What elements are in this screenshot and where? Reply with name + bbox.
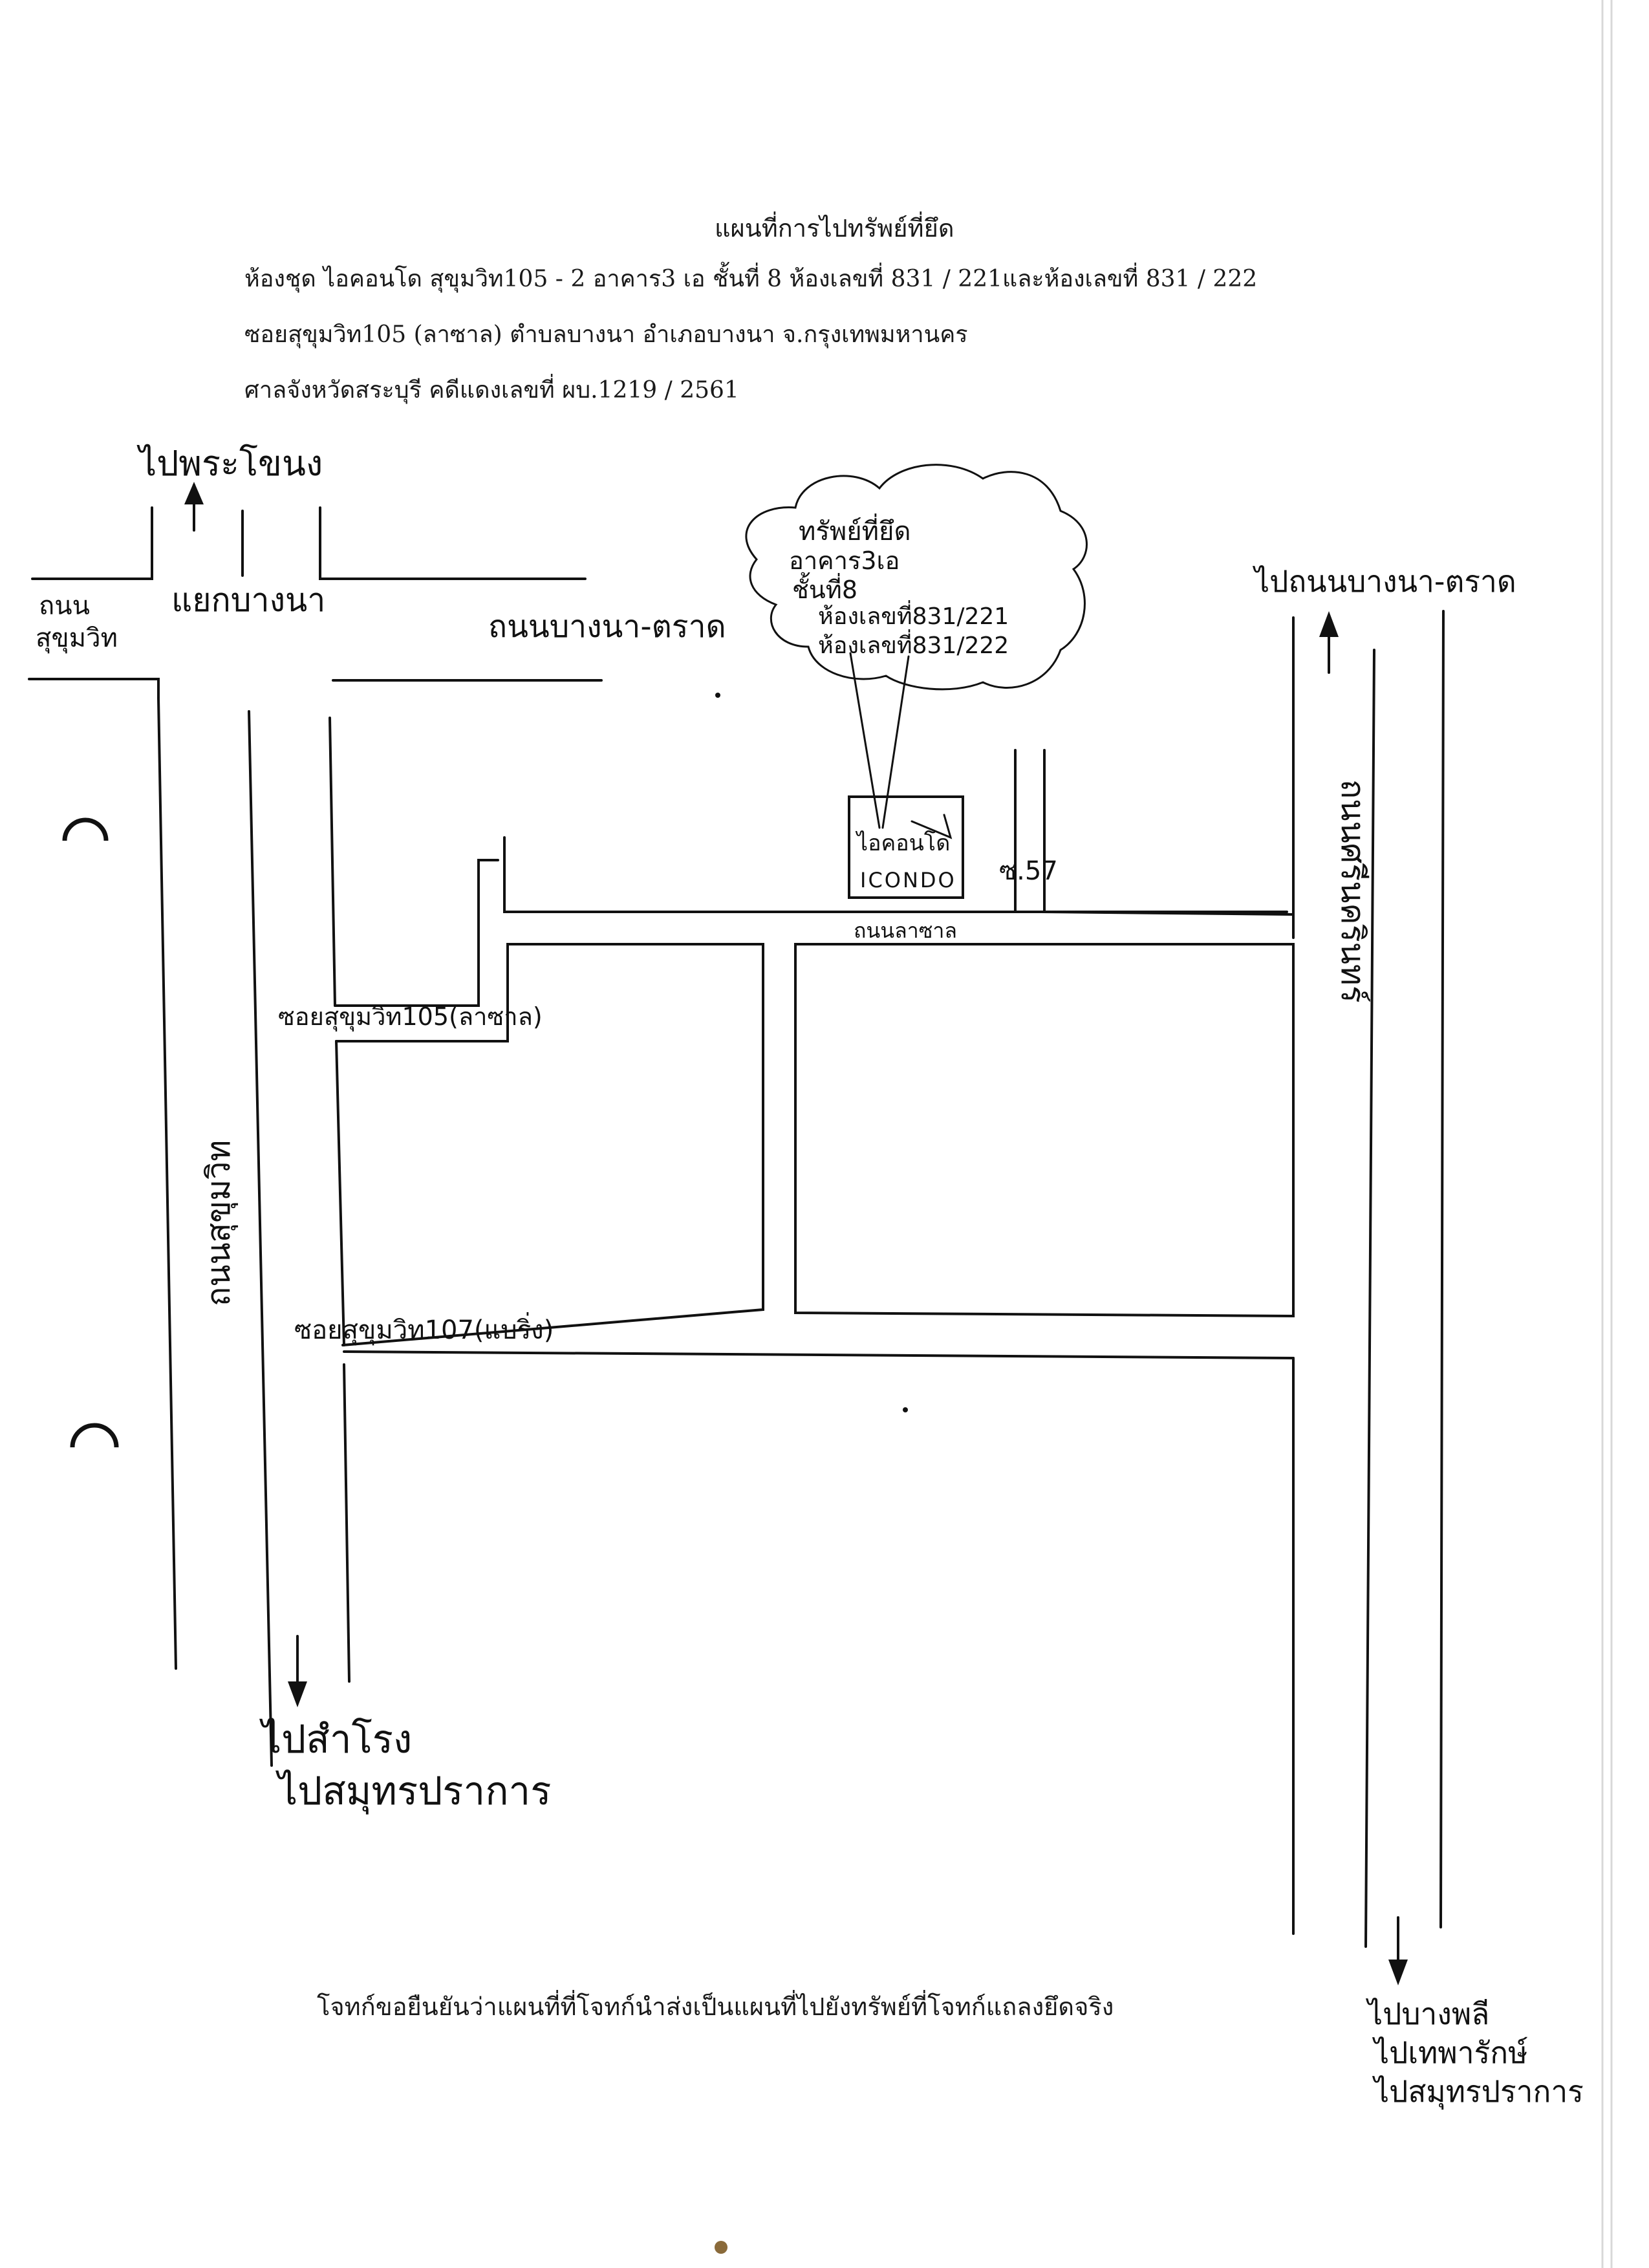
arrow-down-icon — [1388, 1916, 1408, 1985]
bangna-junction-roads — [28, 506, 603, 700]
callout-room-1: ห้องเลขที่831/221 — [818, 600, 1009, 630]
srinakarin-road — [1292, 610, 1445, 1948]
label-to-phra-khanong: ไปพระโขนง — [136, 443, 323, 484]
soi-57-road — [1014, 749, 1046, 913]
label-sukhumvit-road-left-1: ถนน — [39, 591, 90, 621]
property-name-english: ICONDO — [860, 868, 956, 892]
label-to-samut-prakan: ไปสมุทรปราการ — [275, 1769, 551, 1815]
label-to-thepharak: ไปเทพารักษ์ — [1372, 2035, 1528, 2070]
label-soi-105: ซอยสุขุมวิท105(ลาซาล) — [278, 1002, 543, 1031]
callout-room-2: ห้องเลขที่831/222 — [818, 629, 1009, 659]
property-marker: ไอคอนโด ICONDO — [848, 795, 964, 899]
city-block — [794, 943, 1295, 1318]
arrow-up-icon — [1319, 611, 1339, 674]
label-to-bangna-trad: ไปถนนบางนา-ตราด — [1252, 564, 1516, 599]
label-sukhumvit-road-vertical: ถนนสุขุมวิท — [200, 1140, 238, 1306]
soi-105-road — [334, 836, 1295, 1346]
plaintiff-statement: โจทก์ขอยืนยันว่าแผนที่ที่โจทก์นำส่งเป็นแ… — [317, 1993, 1114, 2021]
label-sukhumvit-road-left-2: สุขุมวิท — [36, 623, 118, 654]
callout-text: ทรัพย์ที่ยึด อาคาร3เอ ชั้นที่8 ห้องเลขที… — [789, 513, 1009, 659]
callout-floor: ชั้นที่8 — [792, 572, 857, 604]
map-title: แผนที่การไปทรัพย์ที่ยึด — [715, 214, 954, 243]
arrow-down-icon — [288, 1635, 307, 1707]
label-to-bang-phli: ไปบางพลี — [1365, 1996, 1489, 2031]
soi-107-road — [343, 1350, 1295, 1935]
property-name-thai: ไอคอนโด — [855, 830, 950, 856]
scan-speck — [715, 2241, 727, 2254]
label-srinakarin-road: ถนนศรีนครินทร์ — [1334, 779, 1372, 1003]
callout-cloud — [745, 464, 1088, 829]
label-to-samut-prakan-right: ไปสมุทรปราการ — [1372, 2074, 1584, 2110]
court-case-number: ศาลจังหวัดสระบุรี คดีแดงเลขที่ ผบ.1219 /… — [244, 377, 739, 404]
property-address: ซอยสุขุมวิท105 (ลาซาล) ตำบลบางนา อำเภอบา… — [244, 321, 968, 348]
property-description: ห้องชุด ไอคอนโด สุขุมวิท105 - 2 อาคาร3 เ… — [244, 266, 1258, 292]
callout-title: ทรัพย์ที่ยึด — [799, 513, 911, 546]
label-to-samrong: ไปสำโรง — [259, 1717, 412, 1762]
label-soi-57: ซ.57 — [999, 856, 1058, 886]
punch-hole — [70, 1423, 119, 1448]
callout-building: อาคาร3เอ — [789, 546, 900, 575]
label-bangna-junction: แยกบางนา — [171, 581, 325, 619]
label-lasalle-road: ถนนลาซาล — [854, 918, 957, 943]
scan-speck — [903, 1407, 908, 1412]
sukhumvit-road — [157, 697, 350, 1767]
arrow-up-icon — [184, 482, 204, 532]
label-bangna-trad-road: ถนนบางนา-ตราด — [488, 609, 726, 645]
punch-hole — [62, 817, 109, 841]
scan-speck — [715, 693, 720, 698]
label-soi-107: ซอยสุขุมวิท107(แบริ่ง) — [294, 1312, 554, 1346]
